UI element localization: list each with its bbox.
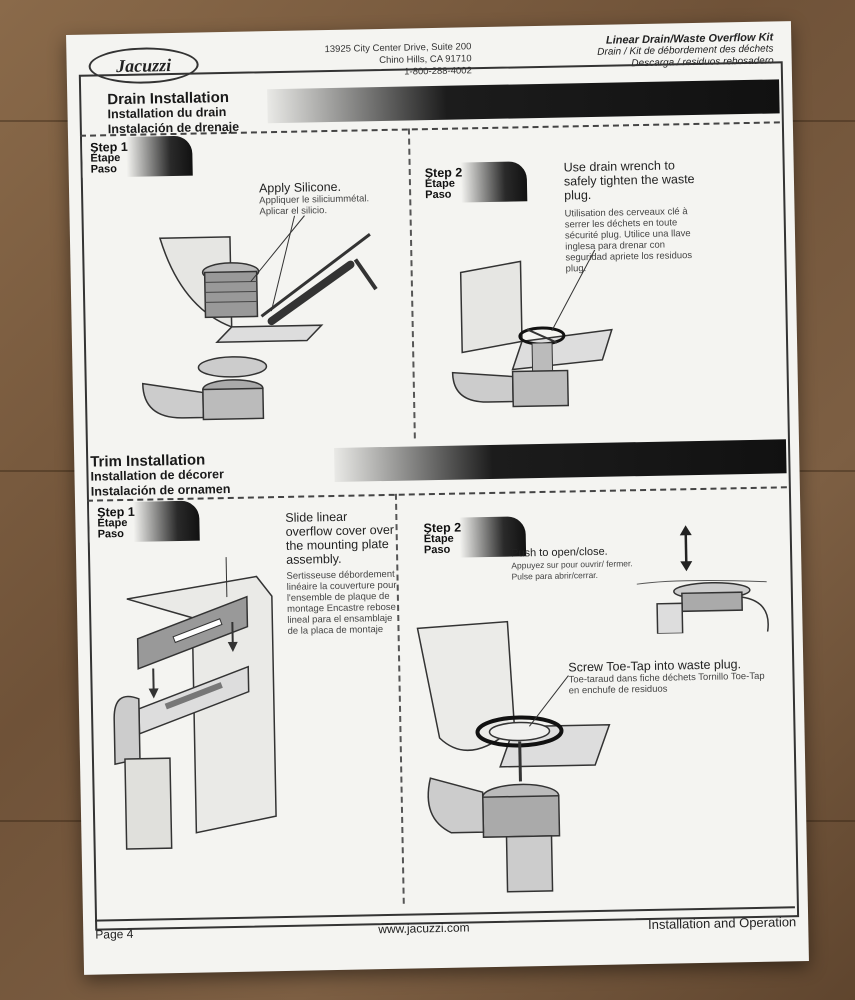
section-name: Installation and Operation bbox=[647, 914, 797, 933]
step-paso: Paso bbox=[423, 543, 451, 557]
step-paso: Paso bbox=[425, 188, 452, 202]
overflow-cover-illustration bbox=[113, 557, 277, 850]
step-paso: Paso bbox=[90, 163, 118, 176]
push-instruction: Push to open/close. Appuyez sur pour ouv… bbox=[511, 544, 642, 582]
trim-step2-label: Step 2 Étape Paso bbox=[423, 521, 461, 557]
instruction-en: Use drain wrench to safely tighten the w… bbox=[563, 158, 695, 203]
drain-wrench-illustration bbox=[451, 249, 613, 408]
instruction-fr: Sertisseuse débordement linéaire la couv… bbox=[286, 568, 397, 637]
drain-installation-title: Drain Installation Installation du drain… bbox=[107, 89, 239, 138]
trim-step1-label: Step 1 Étape Paso bbox=[97, 505, 135, 541]
drain-step1-text: Apply Silicone. Appliquer le siliciummét… bbox=[259, 179, 400, 218]
toe-tap-illustration bbox=[416, 620, 611, 893]
instruction-en: Slide linear overflow cover over the mou… bbox=[285, 509, 395, 567]
trim-step1-text: Slide linear overflow cover over the mou… bbox=[285, 509, 397, 637]
drain-step2-label: Step 2 Étape Paso bbox=[425, 165, 463, 202]
page-number: Page 4 bbox=[95, 926, 134, 942]
website-link[interactable]: www.jacuzzi.com bbox=[378, 920, 470, 937]
step-paso: Paso bbox=[97, 528, 125, 541]
drain-step1-label: Step 1 Étape Paso bbox=[90, 140, 128, 176]
drain-silicone-illustration bbox=[141, 215, 378, 421]
push-plug-illustration bbox=[636, 525, 769, 635]
instruction-sheet: Jacuzzi 13925 City Center Drive, Suite 2… bbox=[66, 21, 809, 975]
trim-installation-title: Trim Installation Installation de décore… bbox=[90, 451, 230, 500]
